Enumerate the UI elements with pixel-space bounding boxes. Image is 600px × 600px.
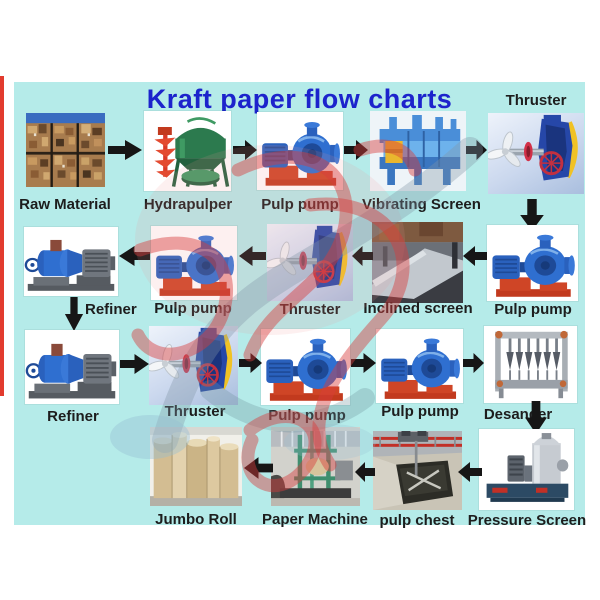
node-pressure-screen	[479, 429, 574, 510]
pulp-pump-icon	[487, 225, 578, 301]
pulp-pump-icon	[376, 329, 463, 403]
node-label: Pressure Screen	[467, 512, 587, 529]
node-hydrapulper	[144, 111, 231, 191]
node-refiner	[25, 330, 119, 404]
node-label: Refiner	[85, 301, 137, 318]
node-paper-machine	[271, 427, 360, 506]
node-label: Pulp pump	[261, 196, 339, 213]
pulp-pump-icon	[257, 112, 343, 190]
node-pulp-pump	[376, 329, 463, 403]
node-label: Hydrapulper	[143, 196, 233, 213]
arrow-left-icon	[463, 245, 487, 267]
node-label: Pulp pump	[381, 403, 459, 420]
left-red-border	[0, 76, 4, 396]
node-vibrating-screen	[370, 111, 466, 191]
node-inclined-screen	[372, 222, 463, 303]
arrow-right-icon	[351, 352, 376, 374]
arrow-right-icon	[466, 139, 487, 161]
arrow-down-icon	[64, 297, 84, 331]
refiner-icon	[25, 330, 119, 404]
node-label: Thruster	[164, 403, 226, 420]
node-desander	[484, 326, 577, 403]
node-label: Pulp pump	[154, 300, 232, 317]
node-thruster	[488, 113, 584, 194]
node-pulp-pump	[487, 225, 578, 301]
node-label: Inclined screen	[363, 300, 473, 317]
paper-machine-icon	[271, 427, 360, 506]
node-label: Thruster	[505, 92, 567, 109]
node-pulp-pump	[261, 329, 350, 405]
thruster-icon	[267, 224, 353, 301]
node-pulp-chest	[373, 431, 462, 510]
arrow-left-icon	[119, 245, 150, 267]
vibrating-screen-icon	[370, 111, 466, 191]
node-label: Pulp pump	[494, 301, 572, 318]
thruster-icon	[149, 326, 238, 405]
node-label: Refiner	[47, 408, 99, 425]
arrow-right-icon	[120, 353, 149, 375]
node-label: Jumbo Roll	[155, 511, 237, 528]
node-jumbo-roll	[150, 427, 242, 506]
node-label: Raw Material	[19, 196, 111, 213]
node-raw-material	[26, 113, 105, 187]
node-thruster	[267, 224, 353, 301]
hydrapulper-icon	[144, 111, 231, 191]
node-label: Paper Machine	[262, 511, 368, 528]
arrow-right-icon	[108, 139, 142, 161]
desander-icon	[484, 326, 577, 403]
node-label: pulp chest	[379, 512, 455, 529]
arrow-left-icon	[244, 456, 273, 480]
node-refiner	[24, 227, 118, 296]
pulp-pump-icon	[261, 329, 350, 405]
raw-material-icon	[26, 113, 105, 187]
jumbo-roll-icon	[150, 427, 242, 506]
arrow-left-icon	[239, 245, 266, 267]
arrow-right-icon	[239, 352, 262, 374]
pressure-screen-icon	[479, 429, 574, 510]
arrow-left-icon	[458, 461, 482, 483]
node-label: Desander	[483, 406, 553, 423]
chart-title: Kraft paper flow charts	[146, 84, 453, 114]
arrow-right-icon	[233, 139, 257, 161]
arrow-left-icon	[355, 461, 375, 483]
arrow-right-icon	[344, 139, 368, 161]
node-label: Thruster	[279, 301, 341, 318]
arrow-left-icon	[352, 245, 373, 267]
node-pulp-pump	[151, 226, 237, 300]
node-pulp-pump	[257, 112, 343, 190]
inclined-screen-icon	[372, 222, 463, 303]
refiner-icon	[24, 227, 118, 296]
node-thruster	[149, 326, 238, 405]
node-label: Vibrating Screen	[362, 196, 481, 213]
pulp-pump-icon	[151, 226, 237, 300]
pulp-chest-icon	[373, 431, 462, 510]
thruster-icon	[488, 113, 584, 194]
arrow-right-icon	[463, 352, 484, 374]
node-label: Pulp pump	[268, 407, 346, 424]
